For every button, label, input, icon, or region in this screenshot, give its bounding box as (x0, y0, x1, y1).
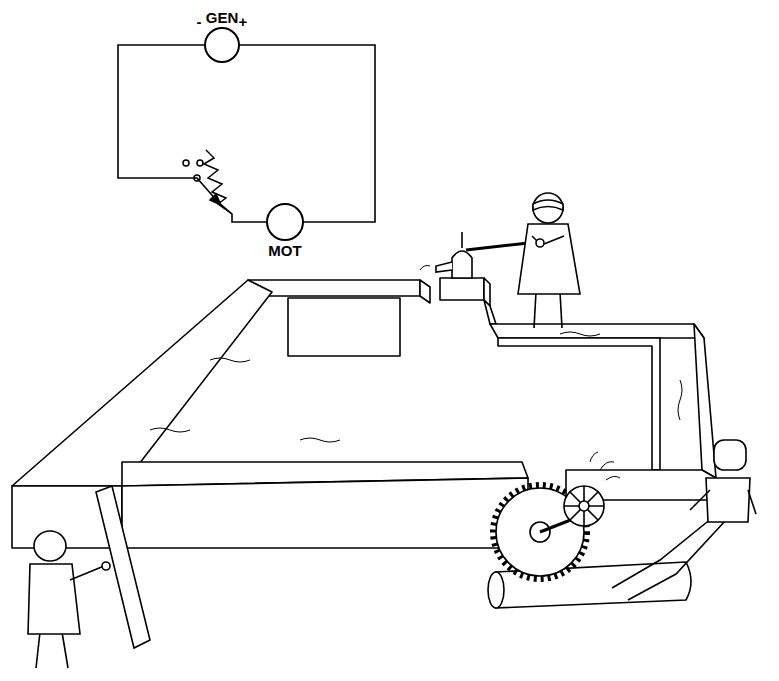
circle-outline (203, 26, 241, 64)
figure-head (714, 440, 746, 470)
wall-top (490, 324, 704, 338)
figure-hand (536, 239, 544, 247)
pumping-figure (518, 193, 580, 328)
wall-face (122, 478, 528, 548)
pump-spout (436, 262, 452, 272)
rheostat-symbol (183, 150, 232, 214)
water-splash (420, 266, 430, 271)
sitting-figure (612, 440, 756, 600)
figure-head (34, 531, 66, 561)
wall-inner (498, 338, 660, 470)
node-label: MOT (266, 242, 303, 259)
inner-block (288, 298, 400, 356)
figure-arm (690, 490, 710, 510)
figure-body (706, 478, 750, 522)
figure-leg (534, 292, 536, 328)
wall-top (12, 280, 272, 486)
wire (118, 45, 267, 222)
circle-outline (265, 202, 305, 242)
saw-mill (488, 485, 691, 608)
water-ripple (678, 380, 682, 420)
terminal-sign: - (197, 13, 202, 30)
water-ripple (210, 358, 250, 362)
figure-leg (560, 292, 562, 328)
resistor-zigzag (204, 150, 232, 214)
figure-arm (70, 566, 104, 580)
figure-cap (533, 200, 563, 210)
figure-head (533, 193, 563, 223)
switch-contact (197, 160, 203, 166)
figure-leg (62, 632, 68, 668)
figure-arm (544, 236, 564, 244)
circle-outline (205, 28, 239, 62)
wall-top (694, 324, 716, 478)
figure-leg (612, 518, 712, 588)
wall-top (484, 300, 496, 324)
water-ripple (560, 332, 600, 336)
motor-symbol: MOT (263, 202, 307, 259)
gate-figure (28, 486, 150, 668)
wheel-hub (579, 501, 589, 511)
pump-body (452, 251, 472, 278)
pump-rod (461, 232, 463, 248)
water-ripple (300, 438, 340, 442)
wall-top (248, 280, 420, 296)
water (150, 266, 682, 481)
wheel-paddles (564, 486, 604, 526)
gate-board (96, 486, 150, 648)
log-end (488, 572, 504, 608)
figure-hand (102, 562, 110, 570)
water-ripple (150, 428, 190, 432)
water-wheel (564, 486, 604, 526)
water-splash (590, 452, 620, 480)
generator-symbol: GEN (201, 9, 244, 64)
wire (239, 45, 375, 222)
switch-contact (183, 160, 189, 166)
wall-end (420, 280, 430, 303)
terminal-sign: + (239, 13, 248, 30)
circle-outline (267, 204, 303, 240)
node-label: GEN (204, 9, 241, 26)
pump-block (440, 278, 484, 300)
figure-leg (36, 632, 40, 668)
figure-leg (628, 520, 726, 600)
figure-body (28, 564, 80, 634)
figure-arm (748, 490, 756, 514)
figure-body (518, 224, 580, 294)
